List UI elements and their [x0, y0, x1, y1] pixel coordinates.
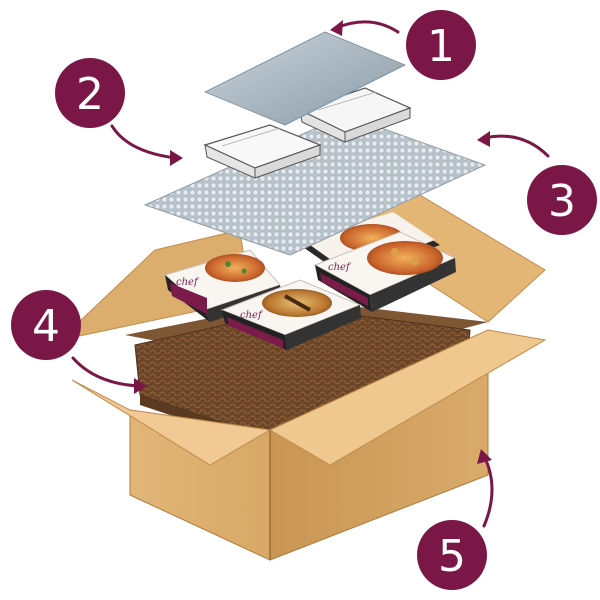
arrow-2 [110, 124, 183, 166]
ice-pack-left [203, 124, 322, 179]
tray-right-brand: chef [328, 262, 352, 273]
badge-1-label: 1 [427, 21, 455, 72]
tray-left-brand: chef [176, 277, 200, 288]
arrow-1 [330, 20, 400, 36]
badge-5-label: 5 [438, 531, 466, 582]
ice-packs [203, 87, 412, 179]
arrow-3 [477, 131, 550, 158]
badge-1: 1 [406, 10, 476, 80]
box-left-flap [71, 379, 272, 466]
badge-2-label: 2 [76, 69, 104, 120]
box-right-flap [268, 329, 547, 466]
pointer-arrows [71, 20, 550, 528]
meal-trays: chef chef chef [163, 212, 457, 350]
badge-3: 3 [527, 165, 597, 235]
arrow-5 [477, 449, 494, 528]
arrow-4 [71, 356, 147, 394]
badge-4-label: 4 [32, 301, 60, 352]
ice-pack-right [298, 87, 412, 143]
badge-3-label: 3 [548, 176, 576, 227]
tray-front-brand: chef [240, 310, 264, 321]
foil-sheet [204, 31, 406, 126]
badge-2: 2 [55, 58, 125, 128]
badge-5: 5 [417, 520, 487, 590]
tray-right: chef [313, 231, 457, 312]
tray-front: chef [220, 279, 362, 350]
badge-4: 4 [11, 290, 81, 360]
